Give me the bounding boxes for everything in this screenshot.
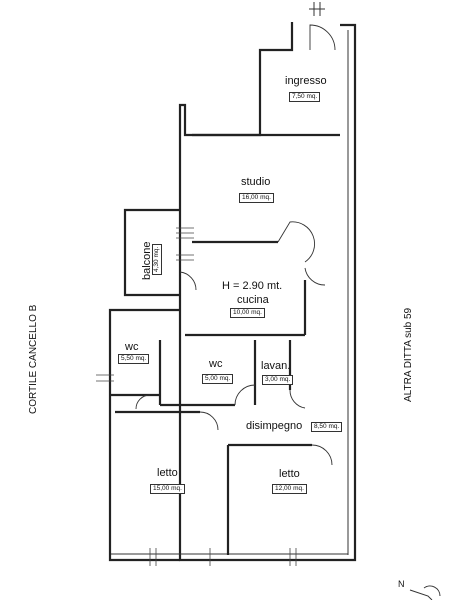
surrounding-left-label: CORTILE CANCELLO B	[28, 304, 39, 414]
room-label-lavanderia: lavan.	[261, 360, 291, 372]
outer-wall-ingresso	[178, 22, 357, 562]
area-ingresso: 7,50 mq.	[289, 92, 321, 102]
compass-north-label: N	[398, 579, 405, 589]
room-label-ingresso: ingresso	[285, 75, 327, 87]
room-label-wc2: wc	[209, 358, 223, 370]
window-hatches	[96, 227, 297, 566]
ceiling-height-note: H = 2.90 mt.	[222, 280, 283, 292]
area-balcone: 4,30 mq.	[152, 243, 162, 275]
left-wing-wall	[108, 308, 180, 562]
door-balcone	[179, 271, 197, 291]
door-cucina-right	[304, 267, 326, 286]
room-label-disimpegno: disimpegno	[246, 420, 303, 432]
room-label-cucina: cucina	[237, 294, 269, 306]
balcone-wall	[123, 208, 180, 297]
door-cucina	[277, 221, 315, 263]
area-letto2: 12,00 mq.	[272, 484, 307, 494]
door-letto1	[199, 411, 219, 431]
area-studio: 16,00 mq.	[239, 193, 274, 203]
door-entrance	[309, 24, 336, 51]
area-wc2: 5,00 mq.	[202, 374, 234, 384]
area-letto1: 15,00 mq.	[150, 484, 185, 494]
north-arrow-icon	[409, 585, 441, 600]
room-label-letto2: letto	[279, 468, 300, 480]
entrance-arrow-icon	[309, 2, 325, 16]
surrounding-right-label: ALTRA DITTA sub 59	[403, 307, 414, 402]
room-label-studio: studio	[241, 176, 271, 188]
area-cucina: 10,00 mq.	[230, 308, 265, 318]
door-wc1	[135, 394, 151, 410]
area-disimpegno: 8,50 mq.	[311, 422, 343, 432]
door-wc2	[234, 384, 256, 406]
area-wc1: 5,50 mq.	[118, 354, 150, 364]
door-lavan	[289, 389, 306, 409]
room-label-wc1: wc	[125, 341, 139, 353]
door-letto2	[311, 444, 333, 466]
area-lavanderia: 3,00 mq.	[262, 375, 294, 385]
room-label-letto1: letto	[157, 467, 178, 479]
